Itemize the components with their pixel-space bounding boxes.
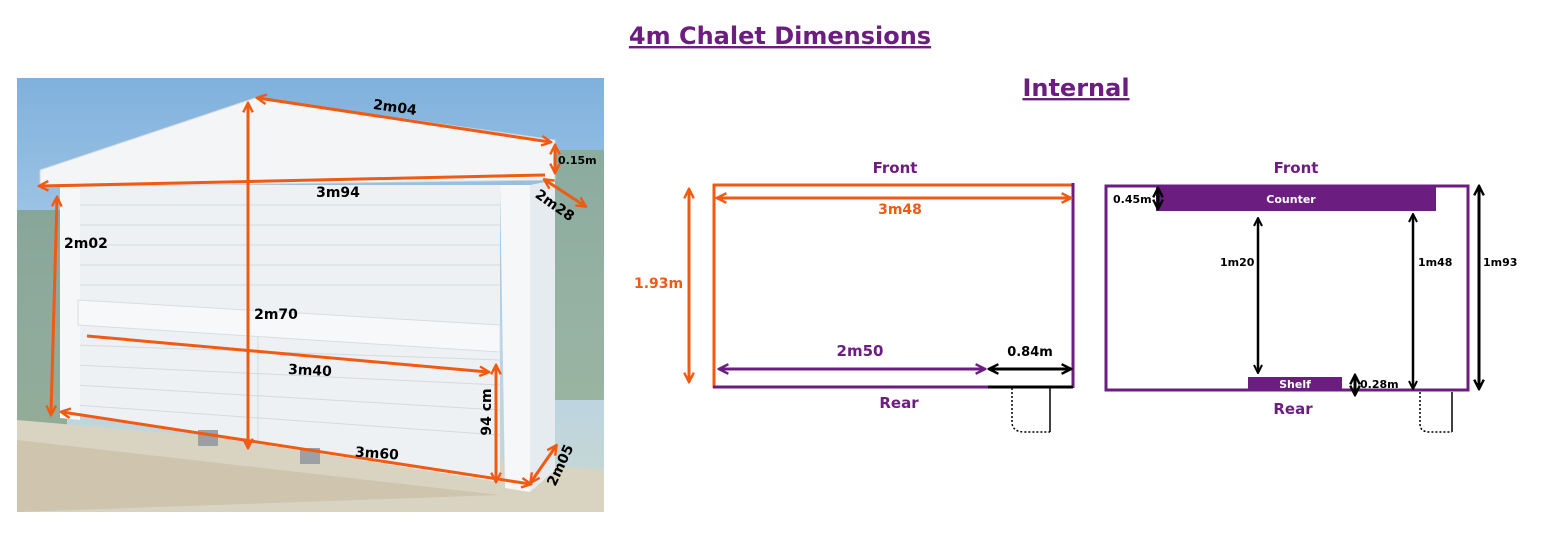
label-counter-to-shelf: 1m20	[1220, 256, 1255, 269]
internal-subtitle: Internal	[1022, 74, 1129, 102]
label-counter-height: 94 cm	[479, 388, 495, 435]
label-shelf-depth: 0.28m	[1360, 378, 1399, 391]
label-front: Front	[1274, 159, 1319, 177]
roof-depth-arrow	[545, 180, 585, 206]
shelf-block	[1248, 377, 1342, 390]
label-rear-wall: 2m50	[837, 342, 884, 360]
opening-width-arrow	[86, 334, 488, 372]
label-counter-depth: 0.45m	[1113, 193, 1152, 206]
label-roof-width: 3m94	[316, 185, 360, 201]
label-shelf: Shelf	[1279, 378, 1311, 391]
label-total-depth: 1m93	[1483, 256, 1517, 269]
label-peak-height: 2m70	[254, 307, 298, 323]
label-roof-thickness: 0.15m	[558, 154, 597, 167]
base-width-arrow	[62, 412, 530, 484]
photo-dimension-lines	[40, 98, 585, 484]
label-rear: Rear	[1273, 400, 1313, 418]
label-roof-slope: 2m04	[372, 97, 418, 119]
page-title: 4m Chalet Dimensions	[629, 22, 931, 50]
label-counter-to-rear: 1m48	[1418, 256, 1452, 269]
label-wall-height: 2m02	[64, 236, 108, 252]
label-counter: Counter	[1266, 193, 1316, 206]
label-base-width: 3m60	[355, 444, 400, 463]
base-depth-arrow	[531, 446, 556, 482]
wall-height-arrow	[51, 198, 57, 414]
chalet-photo	[17, 78, 604, 512]
plan-left: Front 3m48 1.93m 2m50 0.84m Rear	[634, 159, 1075, 433]
roof-slope-arrow	[258, 98, 550, 142]
door-swing-icon	[1419, 392, 1452, 433]
roof-width-arrow	[40, 173, 546, 186]
label-width: 3m48	[878, 202, 922, 218]
counter-block	[1156, 186, 1436, 211]
label-door: 0.84m	[1007, 345, 1053, 360]
plan-right: Front Counter Shelf 0.45m 1m20 1m48 1m93…	[1104, 159, 1517, 433]
label-front: Front	[873, 159, 918, 177]
label-depth: 1.93m	[634, 276, 683, 292]
label-rear: Rear	[879, 394, 919, 412]
door-swing-icon	[1011, 388, 1050, 433]
label-opening-width: 3m40	[288, 362, 333, 380]
